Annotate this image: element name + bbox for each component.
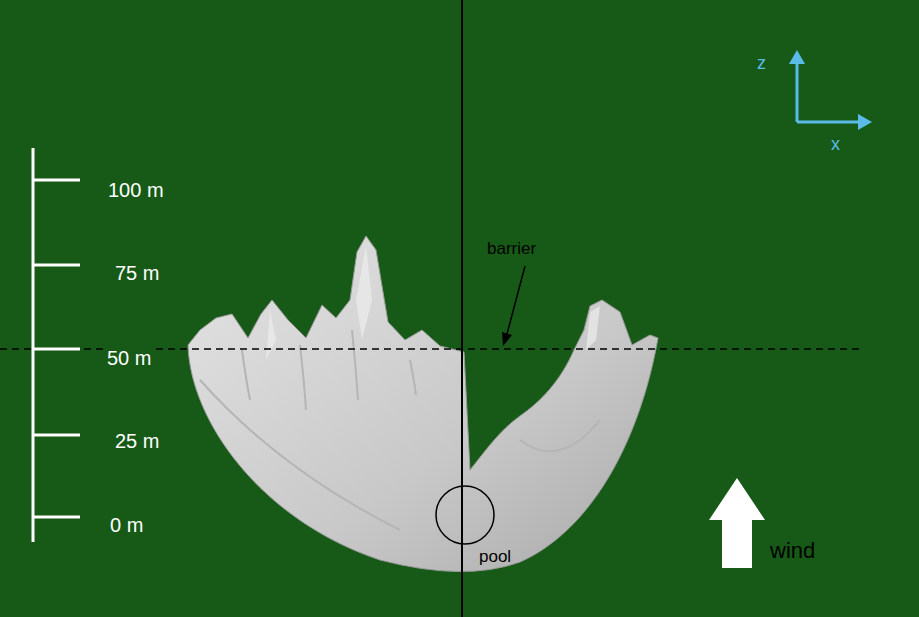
pool-label: pool xyxy=(479,548,511,567)
deposit-highlight xyxy=(266,246,600,360)
scale-label: 25 m xyxy=(115,430,159,452)
scale-label: 0 m xyxy=(110,514,143,536)
leader-arrowhead xyxy=(502,332,512,346)
axis-label: x xyxy=(831,135,840,155)
leader-line xyxy=(507,266,525,334)
scale-bar xyxy=(33,148,80,542)
axis-arrowhead xyxy=(789,50,805,64)
center-line xyxy=(461,0,463,617)
scale-label: 50 m xyxy=(104,347,154,369)
axis-arrowhead xyxy=(858,114,872,130)
wind-arrow xyxy=(709,478,765,568)
scale-label: 100 m xyxy=(108,179,164,201)
wind-label: wind xyxy=(770,539,815,563)
axis-label: z xyxy=(757,54,766,74)
axis-arrows xyxy=(797,58,864,122)
scale-label: 75 m xyxy=(115,262,159,284)
deposit-shape xyxy=(188,236,658,572)
deposit-shading xyxy=(200,330,600,530)
pool-circle xyxy=(436,486,494,544)
barrier-label: barrier xyxy=(487,240,536,259)
